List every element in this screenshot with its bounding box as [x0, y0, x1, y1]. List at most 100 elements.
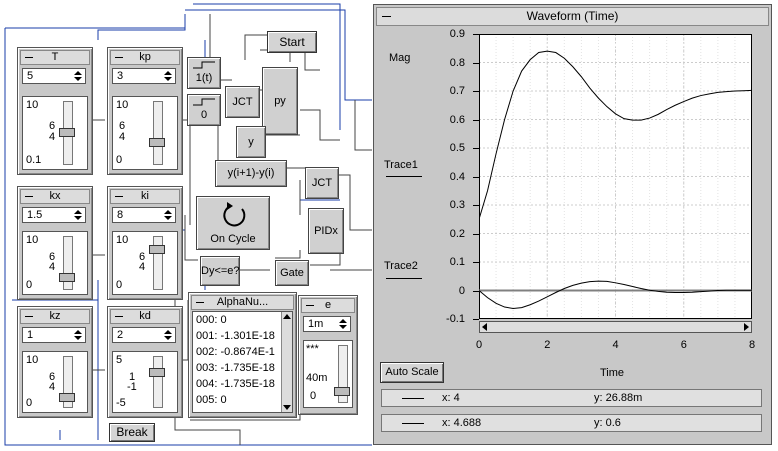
slider-track[interactable]: [338, 345, 348, 403]
slider-box-kz: 10 6 4 0: [22, 351, 88, 413]
scroll-left-icon[interactable]: [482, 323, 487, 331]
panel-e: e 1m *** 40m 0: [298, 295, 358, 415]
window-menu-icon[interactable]: [382, 16, 391, 17]
slider-mark-label: 4: [49, 131, 56, 143]
panel-title: kz: [20, 309, 90, 324]
spin-arrows-icon[interactable]: [338, 318, 348, 330]
slider-thumb[interactable]: [59, 127, 75, 137]
list-item[interactable]: 000: 0: [196, 314, 227, 326]
slider-thumb[interactable]: [149, 138, 165, 148]
slider-thumb[interactable]: [59, 392, 75, 402]
value-field-ki[interactable]: 8: [112, 207, 176, 223]
spin-arrows-icon[interactable]: [163, 209, 173, 221]
value-field-kx[interactable]: 1.5: [22, 207, 86, 223]
plot-frame: [479, 34, 752, 319]
alpha-numeric-list[interactable]: 000: 0 001: -1.301E-18 002: -0.8674E-1 0…: [192, 311, 293, 413]
slider-max-label: ***: [306, 343, 319, 355]
y-tick-label: 0.8: [449, 56, 465, 69]
y-tick-label: 0.2: [449, 227, 465, 240]
slider-track[interactable]: [153, 101, 163, 165]
y-block[interactable]: y: [236, 126, 266, 158]
slider-track[interactable]: [63, 356, 73, 408]
scroll-up-icon[interactable]: [283, 314, 291, 319]
slider-track[interactable]: [63, 236, 73, 290]
scroll-down-icon[interactable]: [283, 405, 291, 410]
slider-box-ki: 10 6 4 0: [112, 231, 178, 295]
slider-min-label: 0.1: [26, 154, 42, 166]
break-button[interactable]: Break: [109, 423, 155, 442]
series-line-0: [479, 50, 752, 220]
plot-horizontal-scrollbar[interactable]: [479, 321, 752, 333]
y-tick-mark: [473, 119, 479, 121]
slider-thumb[interactable]: [149, 244, 165, 254]
panel-kd: kd 2 5 1 -1 -5: [107, 306, 183, 418]
junction-block-1[interactable]: JCT: [225, 86, 260, 118]
start-button[interactable]: Start: [267, 31, 317, 53]
slider-mark-label: 4: [49, 381, 56, 393]
panel-title: kx: [20, 189, 90, 204]
slider-thumb[interactable]: [59, 272, 75, 282]
x-axis-label: Time: [600, 367, 625, 379]
panel-kx: kx 1.5 10 6 4 0: [17, 186, 93, 300]
value-field-kd[interactable]: 2: [112, 327, 176, 343]
y-tick-label: 0.4: [449, 170, 465, 183]
y-tick-mark: [473, 205, 479, 206]
difference-block[interactable]: y(i+1)-y(i): [215, 160, 287, 187]
value-field-e[interactable]: 1m: [303, 316, 351, 332]
spin-arrows-icon[interactable]: [73, 329, 83, 341]
slider-mark-label: 6: [49, 251, 56, 263]
step-icon: [193, 98, 215, 106]
slider-mark-label: -1: [127, 381, 137, 393]
spin-arrows-icon[interactable]: [163, 70, 173, 82]
spin-arrows-icon[interactable]: [163, 329, 173, 341]
trace1-legend-line: [386, 176, 422, 177]
list-scrollbar[interactable]: [281, 312, 292, 412]
value-field-T[interactable]: 5: [22, 68, 86, 84]
y-tick-mark: [473, 290, 479, 292]
trace2-legend-line: [386, 278, 422, 279]
slider-mark-label: 4: [119, 131, 126, 143]
y-tick-mark: [473, 176, 479, 178]
list-item[interactable]: 002: -0.8674E-1: [196, 346, 275, 358]
value-field-kp[interactable]: 3: [112, 68, 176, 84]
trace1-label: Trace1: [384, 159, 418, 171]
panel-title: e: [301, 298, 355, 313]
waveform-title: Waveform (Time): [526, 9, 619, 23]
slider-thumb[interactable]: [334, 387, 350, 397]
scroll-right-icon[interactable]: [744, 323, 749, 331]
slider-thumb[interactable]: [149, 368, 165, 378]
spin-arrows-icon[interactable]: [73, 209, 83, 221]
auto-scale-button[interactable]: Auto Scale: [380, 362, 444, 383]
x-tick-label: 2: [544, 339, 551, 351]
list-item[interactable]: 004: -1.735E-18: [196, 378, 275, 390]
x-tick-label: 6: [680, 339, 687, 351]
zero-source-block[interactable]: 0: [187, 94, 221, 126]
py-block[interactable]: py: [262, 67, 298, 135]
step-source-block[interactable]: 1(t): [187, 57, 221, 89]
y-tick-mark: [473, 262, 479, 263]
junction-block-2[interactable]: JCT: [305, 167, 339, 199]
waveform-plot[interactable]: [479, 34, 752, 319]
panel-title: kd: [110, 309, 180, 324]
gate-block[interactable]: Gate: [275, 260, 309, 286]
dy-compare-block[interactable]: Dy<=e?: [200, 256, 240, 286]
pidx-block[interactable]: PIDx: [308, 208, 344, 254]
x-tick-label: 8: [749, 339, 756, 351]
slider-mark-label: 6: [49, 371, 56, 383]
slider-track[interactable]: [153, 236, 163, 290]
value-field-kz[interactable]: 1: [22, 327, 86, 343]
slider-mark-label: 6: [139, 251, 146, 263]
slider-mark-label: 4: [139, 261, 146, 273]
panel-kz: kz 1 10 6 4 0: [17, 306, 93, 418]
panel-title: ki: [110, 189, 180, 204]
slider-track[interactable]: [153, 356, 163, 408]
spin-arrows-icon[interactable]: [73, 70, 83, 82]
slider-mark-label: 6: [119, 120, 126, 132]
on-cycle-block[interactable]: On Cycle: [196, 196, 270, 250]
list-item[interactable]: 005: 0: [196, 394, 227, 406]
list-item[interactable]: 003: -1.735E-18: [196, 362, 275, 374]
list-item[interactable]: 001: -1.301E-18: [196, 330, 275, 342]
slider-max-label: 10: [116, 234, 129, 246]
waveform-title-bar: Waveform (Time): [376, 7, 769, 26]
panel-kp: kp 3 10 6 4 0: [107, 47, 183, 175]
